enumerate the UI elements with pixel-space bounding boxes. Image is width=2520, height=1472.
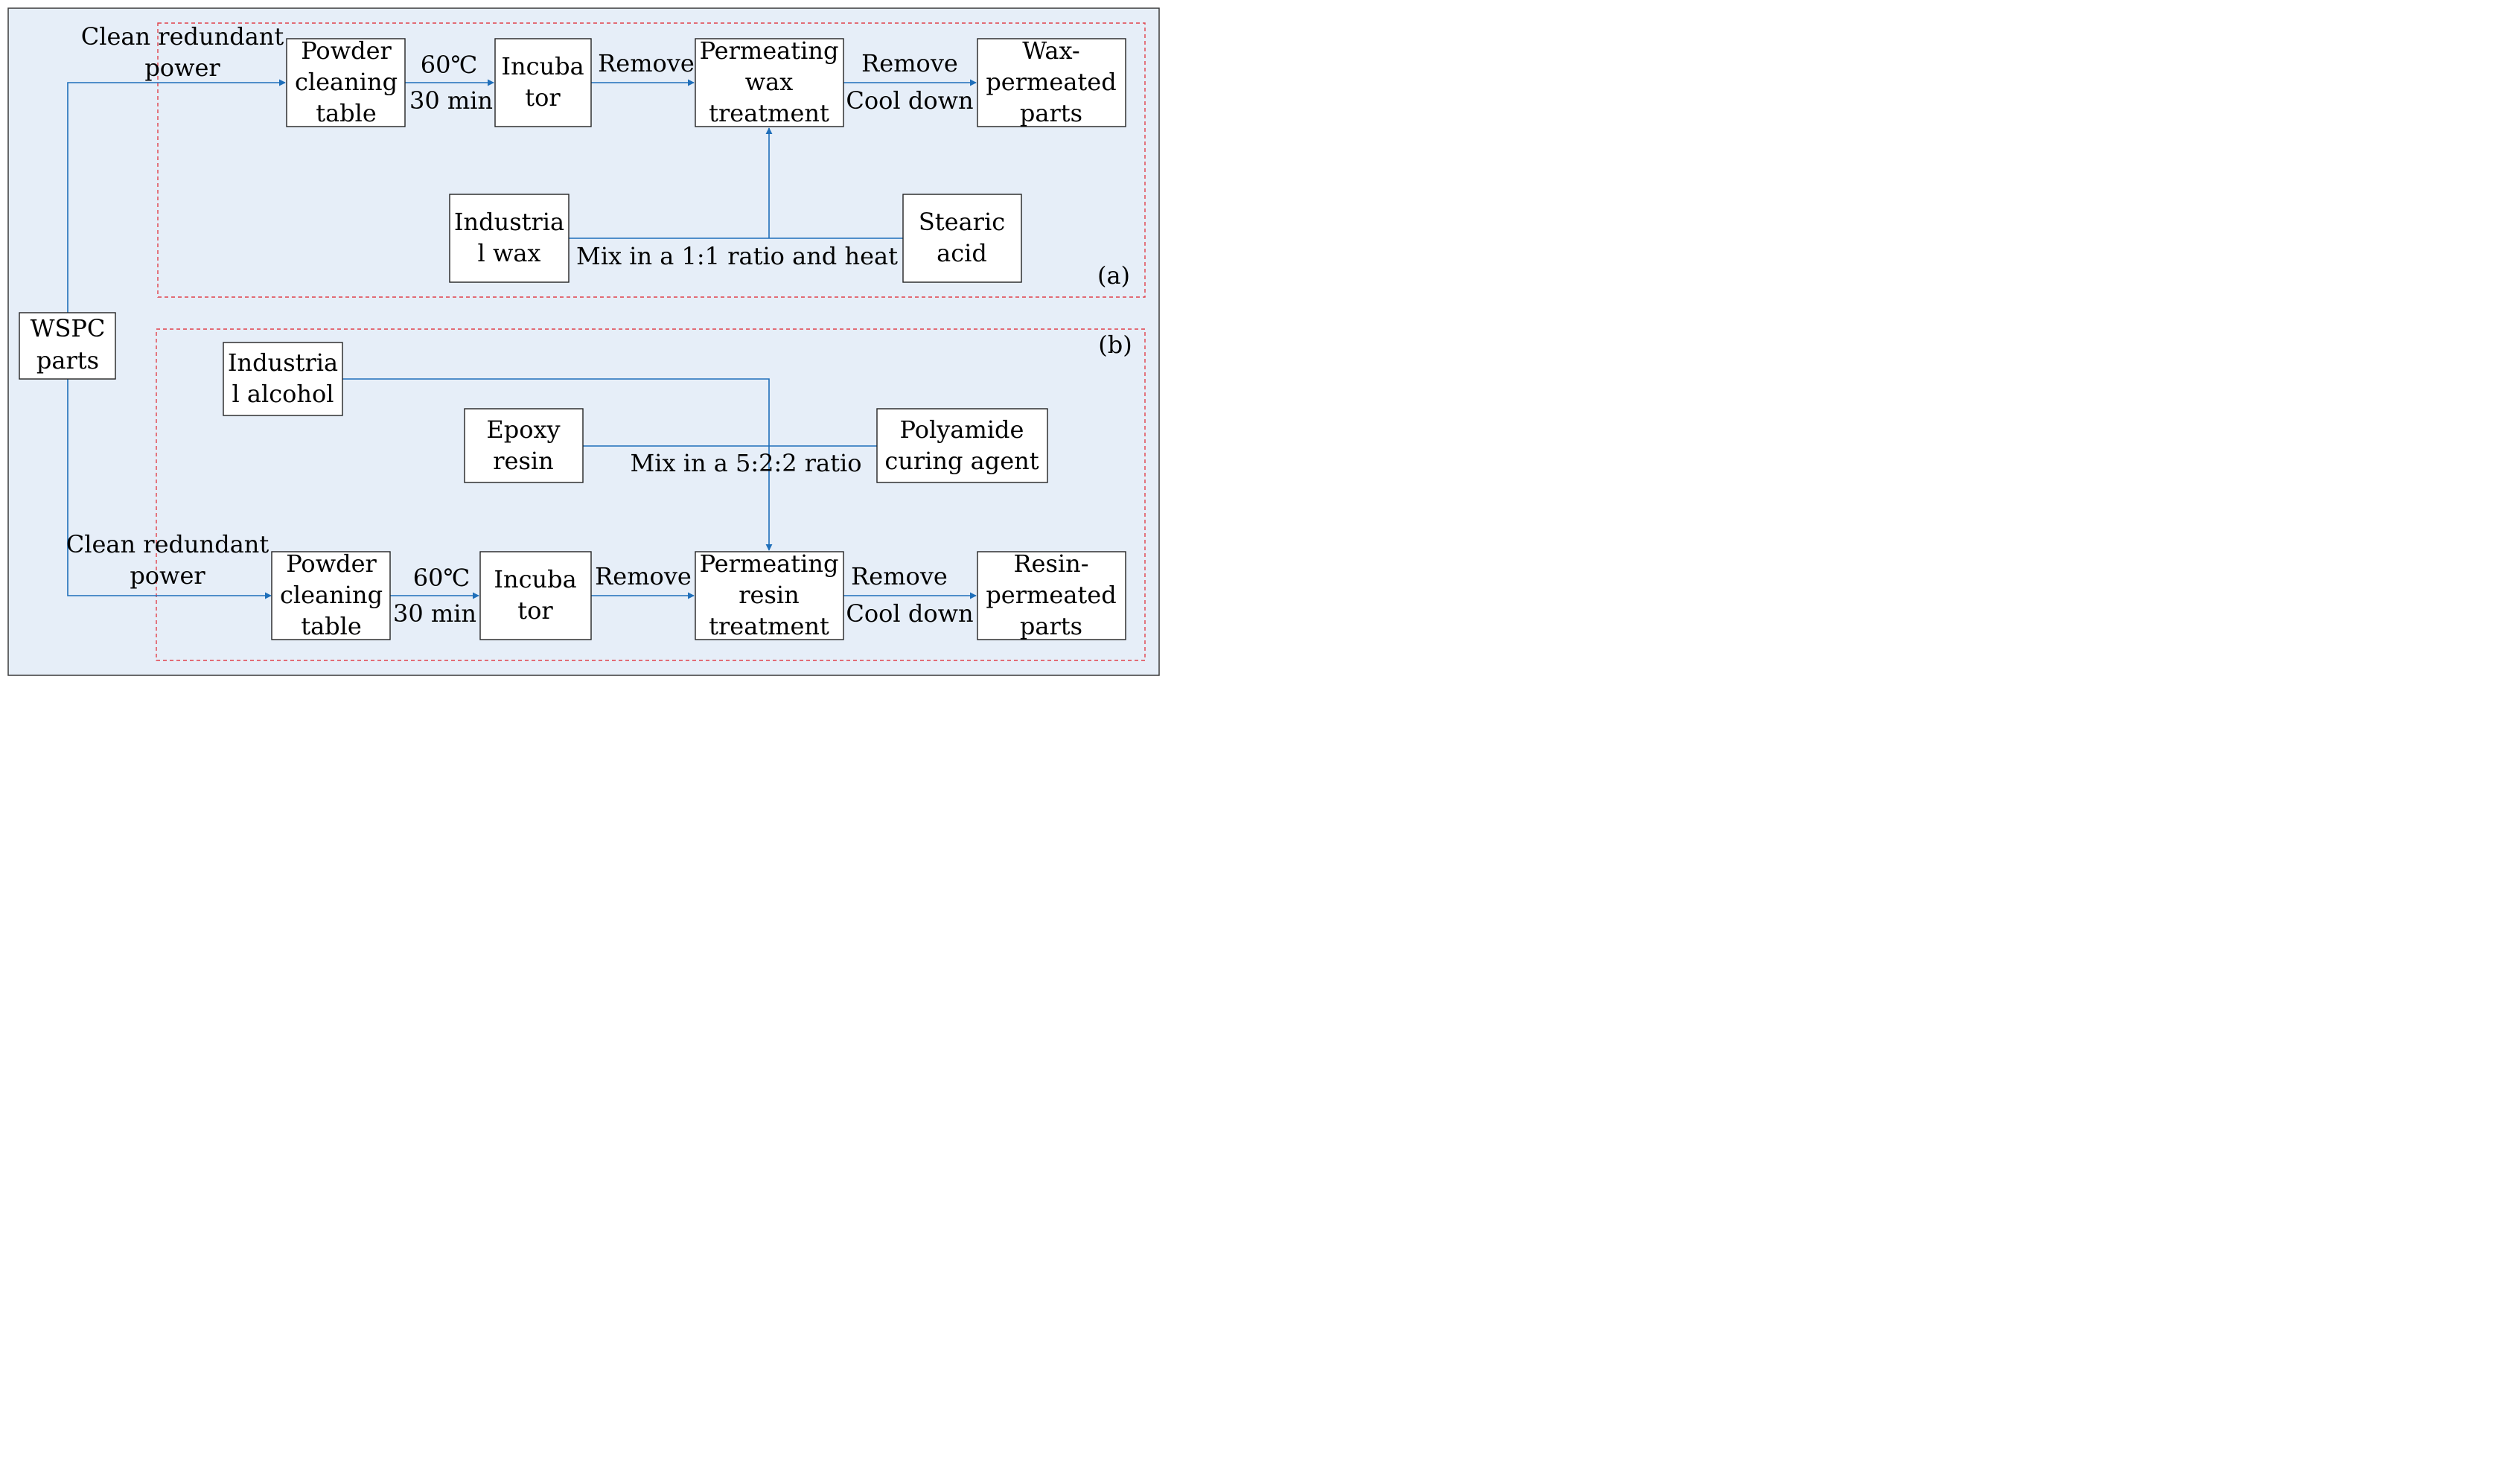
source-box [19, 312, 116, 380]
treatment-b-line1: Permeating [700, 549, 839, 578]
panel-a-tag: (a) [1097, 261, 1130, 290]
condition-a-line2: 30 min [409, 86, 493, 115]
incubator-a-line2: tor [525, 83, 561, 112]
ingredient-wax-box [449, 194, 570, 283]
ingredient-epoxy-line2: resin [493, 447, 554, 475]
condition-a-line1: 60℃ [421, 51, 478, 79]
treatment-box-a [695, 38, 844, 127]
output-a-line2: permeated [986, 68, 1116, 96]
cool-label-a-line1: Remove [861, 49, 958, 77]
incubator-a-line1: Incuba [501, 52, 584, 80]
ingredient-stearic-box [902, 194, 1022, 283]
panel-b-tag: (b) [1098, 331, 1132, 359]
output-a-line1: Wax- [1022, 36, 1079, 65]
condition-b-line2: 30 min [393, 599, 476, 628]
branch-label-b-line2: power [130, 561, 205, 590]
condition-b-line1: 60℃ [413, 564, 470, 592]
powder-table-a-line3: table [316, 99, 377, 127]
process-diagram: WSPC parts (a) Clean redundant power Pow… [7, 7, 1160, 676]
panel-b-region [156, 328, 1146, 661]
treatment-b-line3: treatment [709, 612, 829, 640]
powder-table-b-line3: table [301, 612, 362, 640]
ingredient-epoxy-box [464, 408, 584, 483]
output-box-b [977, 551, 1126, 640]
output-b-line2: permeated [986, 581, 1116, 609]
flowchart-canvas: WSPC parts (a) Clean redundant power Pow… [0, 0, 1167, 682]
incubator-box-a [494, 38, 592, 127]
ingredient-alcohol-box [223, 342, 343, 416]
ingredient-wax-line1: Industria [454, 208, 564, 236]
ingredient-stearic-line1: Stearic [919, 208, 1005, 236]
ingredient-alcohol-line2: l alcohol [232, 380, 334, 408]
ingredient-stearic-line2: acid [937, 239, 987, 267]
connector-source-to-powder-table-b [67, 379, 272, 599]
mix-label-a: Mix in a 1:1 ratio and heat [576, 242, 898, 270]
remove-label-b: Remove [595, 562, 692, 590]
incubator-b-line1: Incuba [494, 565, 576, 593]
cool-label-b-line2: Cool down [846, 599, 973, 628]
branch-label-a-line2: power [144, 54, 220, 82]
connector-source-to-powder-table-a [67, 79, 286, 313]
panel-a-region [157, 22, 1146, 298]
ingredient-epoxy-line1: Epoxy [486, 415, 560, 444]
connectors [67, 79, 977, 599]
treatment-a-line1: Permeating [700, 36, 839, 65]
powder-table-b-line1: Powder [286, 549, 377, 578]
output-b-line1: Resin- [1013, 549, 1088, 578]
powder-table-a-line1: Powder [301, 36, 392, 65]
ingredient-polyamide-line2: curing agent [884, 447, 1039, 475]
treatment-box-b [695, 551, 844, 640]
cool-label-b-line1: Remove [851, 562, 948, 590]
cool-label-a-line2: Cool down [846, 86, 973, 115]
branch-label-b-line1: Clean redundant [66, 530, 269, 558]
treatment-b-line2: resin [739, 581, 800, 609]
ingredient-wax-line2: l wax [478, 239, 541, 267]
incubator-box-b [479, 551, 592, 640]
connector-alcohol-to-treatment-b [342, 378, 773, 551]
ingredient-alcohol-line1: Industria [228, 348, 338, 377]
ingredient-polyamide-box [876, 408, 1048, 483]
powder-table-b-line2: cleaning [280, 581, 383, 609]
source-label-line2: parts [36, 346, 99, 375]
powder-table-box-a [286, 38, 406, 127]
mix-label-b: Mix in a 5:2:2 ratio [630, 449, 861, 477]
remove-label-a: Remove [598, 49, 695, 77]
output-b-line3: parts [1020, 612, 1082, 640]
output-a-line3: parts [1020, 99, 1082, 127]
powder-table-box-b [271, 551, 391, 640]
branch-label-a-line1: Clean redundant [81, 22, 284, 51]
powder-table-a-line2: cleaning [295, 68, 398, 96]
output-box-a [977, 38, 1126, 127]
source-label-line1: WSPC [31, 314, 106, 342]
treatment-a-line3: treatment [709, 99, 829, 127]
ingredient-polyamide-line1: Polyamide [900, 415, 1024, 444]
incubator-b-line2: tor [517, 596, 553, 625]
treatment-a-line2: wax [745, 68, 794, 96]
